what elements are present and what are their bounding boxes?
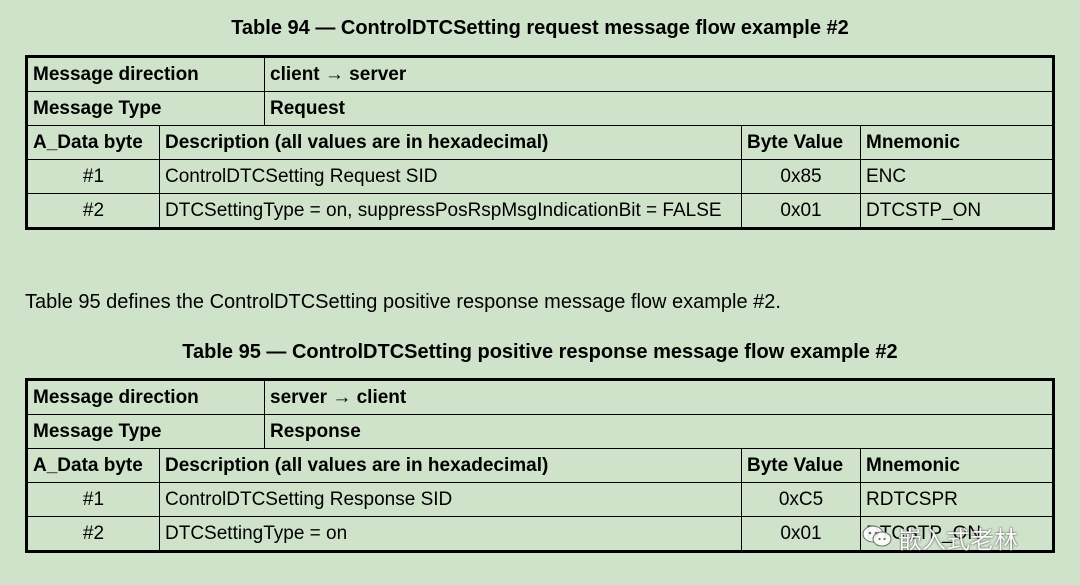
message-direction-value: client → server — [263, 56, 1055, 92]
column-header: A_Data byte — [26, 448, 160, 483]
table-94-caption: Table 94 — ControlDTCSetting request mes… — [231, 17, 849, 39]
message-direction-label: Message direction — [26, 379, 265, 415]
mnemonic-cell: DTCSTP_ON — [859, 516, 1055, 552]
table-row: #1 ControlDTCSetting Request SID 0x85 EN… — [26, 159, 1055, 194]
column-header: Mnemonic — [859, 125, 1055, 160]
mnemonic-cell: DTCSTP_ON — [859, 193, 1055, 229]
column-header: Byte Value — [741, 448, 861, 483]
table-header-row: A_Data byte Description (all values are … — [26, 125, 1055, 160]
column-header: Byte Value — [741, 125, 861, 160]
message-direction-value: server → client — [263, 379, 1055, 415]
table-row: Message direction server → client — [26, 379, 1055, 415]
byte-value-cell: 0x85 — [741, 159, 861, 194]
data-byte-cell: #1 — [26, 482, 160, 517]
table-95-caption: Table 95 — ControlDTCSetting positive re… — [182, 341, 898, 363]
column-header: Mnemonic — [859, 448, 1055, 483]
message-type-value: Request — [263, 91, 1055, 126]
body-paragraph: Table 95 defines the ControlDTCSetting p… — [25, 291, 781, 313]
message-type-label: Message Type — [26, 414, 265, 449]
column-header: A_Data byte — [26, 125, 160, 160]
table-row: Message Type Request — [26, 91, 1055, 126]
byte-value-cell: 0xC5 — [741, 482, 861, 517]
mnemonic-cell: RDTCSPR — [859, 482, 1055, 517]
description-cell: DTCSettingType = on — [159, 516, 742, 552]
mnemonic-cell: ENC — [859, 159, 1055, 194]
table-header-row: A_Data byte Description (all values are … — [26, 448, 1055, 483]
table-95: Message direction server → client Messag… — [25, 378, 1056, 553]
description-cell: ControlDTCSetting Response SID — [159, 482, 742, 517]
message-direction-label: Message direction — [26, 56, 265, 92]
byte-value-cell: 0x01 — [741, 516, 861, 552]
message-type-label: Message Type — [26, 91, 265, 126]
byte-value-cell: 0x01 — [741, 193, 861, 229]
column-header: Description (all values are in hexadecim… — [159, 125, 742, 160]
table-94: Message direction client → server Messag… — [25, 55, 1056, 230]
table-row: #1 ControlDTCSetting Response SID 0xC5 R… — [26, 482, 1055, 517]
data-byte-cell: #2 — [26, 516, 160, 552]
data-byte-cell: #2 — [26, 193, 160, 229]
table-row: Message direction client → server — [26, 56, 1055, 92]
table-row: #2 DTCSettingType = on 0x01 DTCSTP_ON — [26, 516, 1055, 552]
column-header: Description (all values are in hexadecim… — [159, 448, 742, 483]
table-row: Message Type Response — [26, 414, 1055, 449]
description-cell: ControlDTCSetting Request SID — [159, 159, 742, 194]
message-type-value: Response — [263, 414, 1055, 449]
description-cell: DTCSettingType = on, suppressPosRspMsgIn… — [159, 193, 742, 229]
table-row: #2 DTCSettingType = on, suppressPosRspMs… — [26, 193, 1055, 229]
data-byte-cell: #1 — [26, 159, 160, 194]
